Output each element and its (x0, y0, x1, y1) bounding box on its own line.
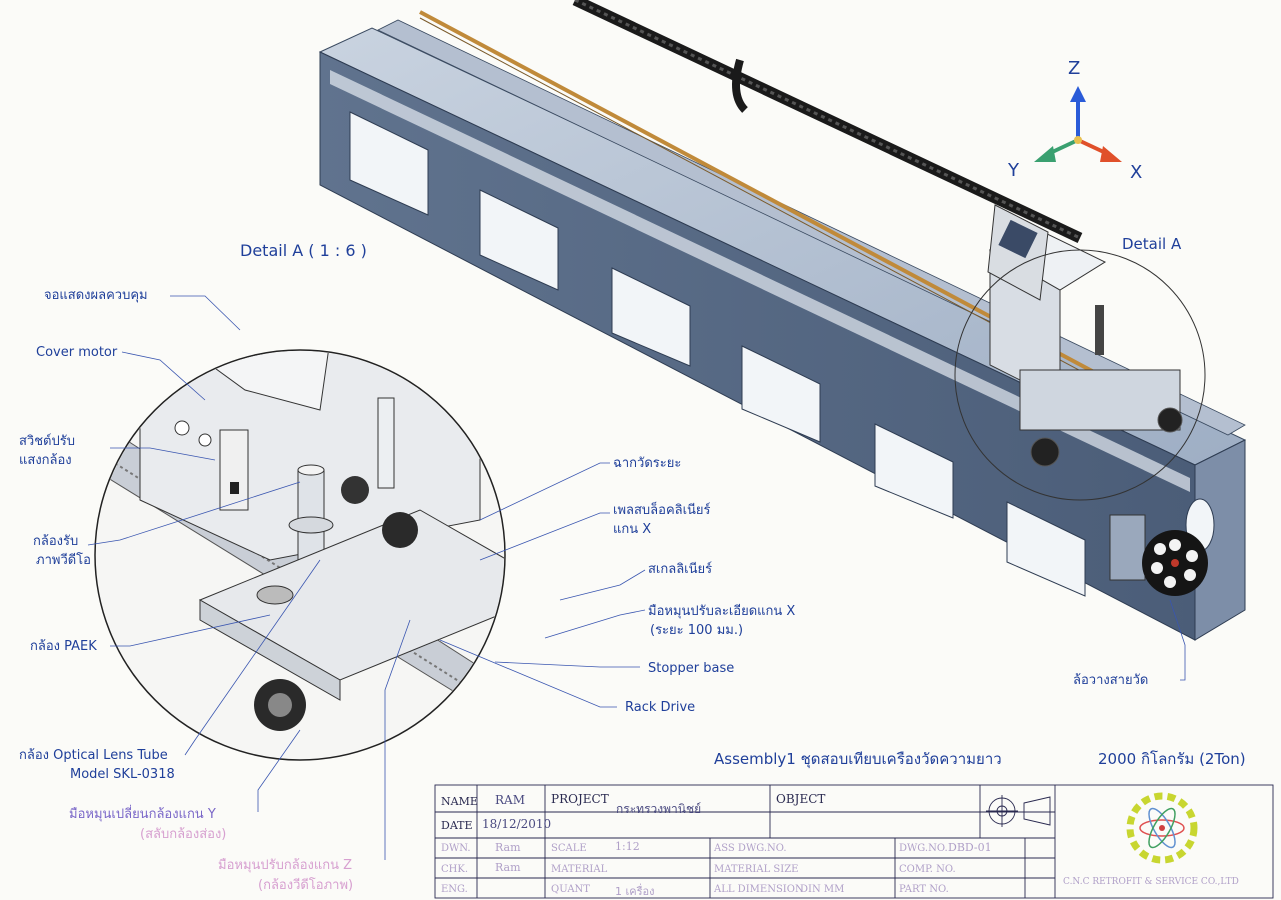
callout-stopper-base: Stopper base (648, 661, 735, 676)
tb-quant-label: QUANT (551, 884, 590, 895)
callout-linear-shaft-line1: เพลสบล็อคลิเนียร์ (613, 503, 711, 518)
callout-switch-line2: แสงกล้อง (19, 453, 72, 468)
tb-chk-label: CHK. (441, 864, 469, 875)
axis-triad-icon (1034, 86, 1122, 162)
tb-comp-no-label: COMP. NO. (899, 864, 956, 875)
tb-chk: Ram (495, 861, 521, 874)
callout-linear-shaft-line2: แกน X (613, 522, 652, 537)
callout-lens-tube-line2: Model SKL-0318 (70, 767, 175, 782)
assembly-capacity: 2000 กิโลกรัม (2Ton) (1098, 750, 1246, 768)
tb-scale-label: SCALE (551, 843, 587, 854)
axis-y-label: Y (1008, 160, 1019, 181)
callout-lens-tube-line1: กล้อง Optical Lens Tube (19, 748, 168, 763)
detail-a-marker-label: Detail A (1122, 235, 1182, 253)
tb-date-label: DATE (441, 819, 473, 832)
callout-display: จอแสดงผลควบคุม (44, 288, 148, 303)
title-block-frame (434, 784, 1274, 899)
tb-eng-label: ENG. (441, 884, 468, 895)
tb-scale: 1:12 (615, 840, 640, 853)
tb-part-no-label: PART NO. (899, 884, 949, 895)
callout-reel: ล้อวางสายวัด (1073, 673, 1149, 688)
tb-all-dim-label: ALL DIMENSION (714, 884, 804, 895)
tb-name-label: NAME (441, 795, 478, 808)
tb-dwg-no-label: DWG.NO. (899, 843, 948, 854)
tb-dwn: Ram (495, 841, 521, 854)
tb-date: 18/12/2010 (482, 817, 552, 831)
tb-dwg-no: DBD-01 (948, 841, 992, 854)
callout-switch-line1: สวิชต์ปรับ (19, 434, 75, 449)
measuring-tape-reel (1109, 514, 1208, 596)
callout-cover-motor: Cover motor (36, 345, 118, 360)
callout-y-knob-line1: มือหมุนเปลี่ยนกล้องแกน Y (69, 807, 216, 822)
axis-x-label: X (1130, 162, 1143, 183)
tb-company: C.N.C RETROFIT & SERVICE CO.,LTD (1063, 877, 1239, 887)
tb-project: กระทรวงพานิชย์ (616, 802, 702, 816)
callout-x-knob-line2: (ระยะ 100 มม.) (650, 623, 744, 638)
tb-quant: 1 เครื่อง (615, 885, 655, 898)
tb-ass-dwg-label: ASS DWG.NO. (714, 843, 787, 854)
callout-scale-plate: ฉากวัดระยะ (613, 456, 682, 471)
cable-chain (572, 0, 1083, 243)
tb-material-size-label: MATERIAL SIZE (714, 864, 799, 875)
callout-video-cam-line1: กล้องรับ (33, 534, 79, 549)
tb-name: RAM (495, 793, 525, 807)
detail-a-view (94, 349, 506, 761)
tb-all-dim: DIN MM (800, 884, 845, 895)
callout-z-knob-line2: (กล้องวีดีโอภาพ) (258, 878, 354, 893)
callout-y-knob-line2: (สลับกล้องส่อง) (140, 827, 227, 842)
detail-a-title: Detail A ( 1 : 6 ) (240, 241, 367, 260)
callout-paek: กล้อง PAEK (30, 639, 97, 654)
company-logo-icon (1126, 792, 1198, 864)
callout-rack-drive: Rack Drive (625, 700, 696, 715)
leader-lines (87, 295, 1186, 860)
callout-video-cam-line2: ภาพวีดีโอ (36, 553, 91, 568)
carriage-assembly (987, 204, 1183, 467)
assembly-title: Assembly1 ชุดสอบเทียบเครืองวัดความยาว (714, 750, 1002, 768)
tb-project-label: PROJECT (551, 792, 609, 806)
callout-x-knob-line1: มือหมุนปรับละเอียดแกน X (648, 604, 796, 619)
detail-a-marker-circle (954, 249, 1206, 501)
tb-dwn-label: DWN. (441, 843, 471, 854)
callout-z-knob-line1: มือหมุนปรับกล้องแกน Z (218, 858, 353, 873)
callout-linear-scale: สเกลลิเนียร์ (648, 562, 713, 577)
tb-material-label: MATERIAL (551, 864, 608, 875)
tb-object-label: OBJECT (776, 792, 826, 806)
axis-z-label: Z (1068, 58, 1081, 79)
